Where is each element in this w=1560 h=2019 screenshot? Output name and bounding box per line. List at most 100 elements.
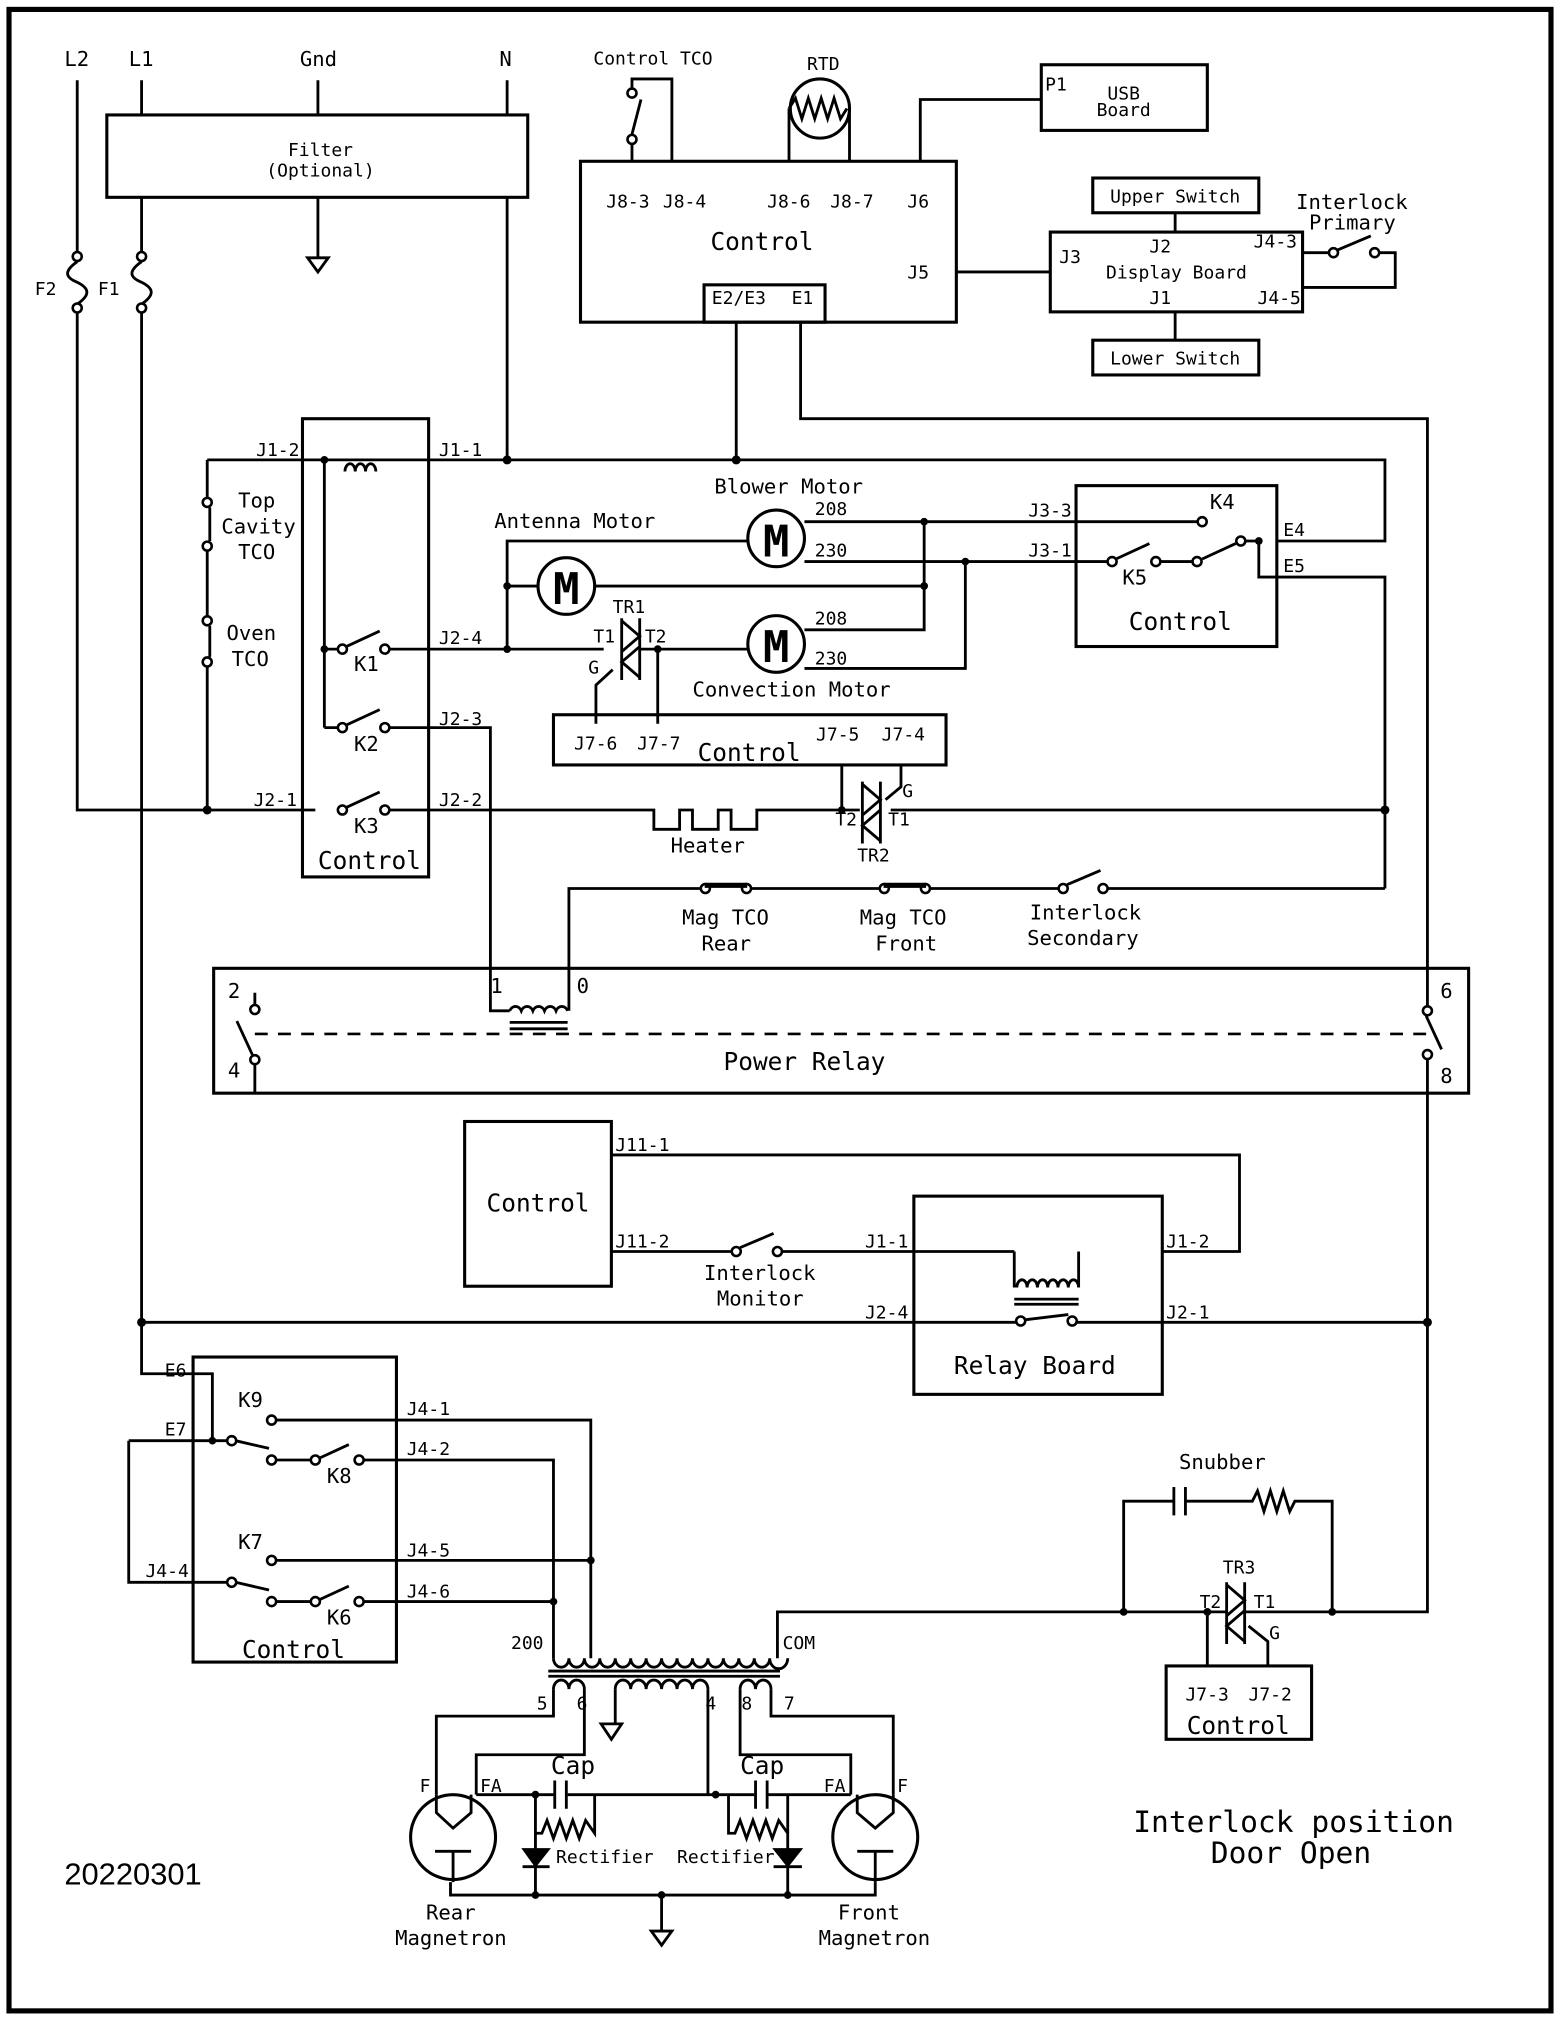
mag-tco-front-label-1: Mag TCO	[860, 906, 947, 930]
snubber: Snubber	[1119, 1450, 1337, 1616]
pin-j3-3: J3-3	[1028, 501, 1071, 522]
tr1-label: TR1	[613, 597, 646, 618]
pin-e2-e3: E2/E3	[712, 288, 766, 309]
motor-control-title: Control	[1129, 607, 1232, 636]
convection-208-label: 208	[815, 609, 848, 630]
wire-top-bus	[207, 455, 1387, 543]
convection-motor-label: Convection Motor	[692, 678, 890, 702]
pin-j5: J5	[907, 262, 929, 283]
mag-tco-rear: Mag TCO Rear	[682, 906, 769, 956]
transformer: 200 COM 5 6 4 8 7	[434, 1610, 1124, 1795]
relay-k5-label: K5	[1122, 566, 1147, 590]
fuse-f1-label: F1	[98, 279, 120, 300]
tr2-t2-label: T2	[835, 809, 857, 830]
usb-board-label-1: USB	[1107, 84, 1140, 105]
lower-switch-label: Lower Switch	[1110, 349, 1240, 370]
relay-k8-label: K8	[327, 1464, 352, 1488]
pin-j2-4: J2-4	[439, 628, 482, 649]
relay-k7-label: K7	[238, 1530, 263, 1554]
rear-magnetron-f-label: F	[420, 1776, 431, 1797]
mag-control-title: Control	[242, 1635, 345, 1664]
pin-j4-6: J4-6	[407, 1582, 450, 1603]
tr2-t1-label: T1	[888, 809, 910, 830]
terminal-l1-label: L1	[129, 47, 154, 71]
interlock-chain	[567, 869, 1385, 1011]
interlock-secondary-label-2: Secondary	[1027, 926, 1139, 950]
pin-j6: J6	[907, 192, 929, 213]
display-pin-j4-3: J4-3	[1254, 232, 1297, 253]
wire-k2-to-power-relay	[390, 726, 510, 1013]
blower-motor: Blower Motor M 208 230	[714, 474, 1198, 632]
antenna-motor-symbol: M	[553, 564, 579, 615]
mag-tco-rear-label-2: Rear	[701, 931, 751, 955]
power-relay-pin-1: 1	[490, 974, 502, 998]
antenna-motor: Antenna Motor M	[494, 509, 929, 650]
snubber-control: Control J7-3 J7-2	[1164, 1664, 1314, 1741]
wire-l1	[140, 80, 194, 1376]
snubber-label: Snubber	[1179, 1450, 1266, 1474]
filter-label: Filter	[288, 140, 353, 161]
transformer-7-label: 7	[784, 1694, 795, 1715]
display-pin-j3: J3	[1059, 247, 1081, 268]
heater-line: Heater	[390, 805, 1390, 857]
heater-label: Heater	[671, 833, 745, 857]
power-relay-title: Power Relay	[724, 1047, 886, 1076]
display-board-title: Display Board	[1106, 262, 1247, 283]
blower-motor-label: Blower Motor	[714, 474, 863, 498]
fuse-f2-label: F2	[35, 279, 57, 300]
pin-j1-1: J1-1	[439, 440, 482, 461]
display-pin-j2: J2	[1149, 237, 1171, 258]
pin-j7-5: J7-5	[816, 724, 859, 745]
relay-board-pin-j1-2: J1-2	[1166, 1232, 1209, 1253]
terminal-gnd-label: Gnd	[300, 47, 337, 71]
front-magnetron-f-label: F	[897, 1776, 908, 1797]
pin-j8-4: J8-4	[663, 192, 706, 213]
blower-motor-symbol: M	[763, 516, 789, 567]
relay-board-pin-j2-1: J2-1	[1166, 1302, 1209, 1323]
interlock-monitor: Interlock Monitor	[704, 1261, 816, 1311]
door-state-label: Door Open	[1211, 1836, 1371, 1870]
hv-section: Cap Cap Rectifier Rectifier	[449, 1751, 877, 1948]
power-relay-pin-0: 0	[577, 974, 589, 998]
top-cavity-tco-label-1: Top	[238, 489, 275, 513]
transformer-com-label: COM	[783, 1633, 816, 1654]
rtd-label: RTD	[807, 54, 840, 75]
pin-e6: E6	[165, 1360, 187, 1381]
wire-l2	[75, 80, 316, 812]
display-pin-j1: J1	[1149, 288, 1171, 309]
interlock-primary-label-1: Interlock	[1296, 190, 1408, 214]
front-magnetron-label-1: Front	[838, 1901, 900, 1925]
rear-magnetron: F FA Rear Magnetron	[395, 1776, 507, 1950]
terminal-n-label: N	[499, 47, 511, 71]
filter-optional-label: (Optional)	[266, 161, 374, 182]
triac-control-title: Control	[698, 738, 801, 767]
triac-control: Control J7-6 J7-7 J7-5 J7-4	[551, 713, 948, 767]
filter-block: Filter (Optional)	[105, 80, 530, 275]
tr1-t1-label: T1	[593, 627, 615, 648]
monitor-control-title: Control	[487, 1189, 590, 1218]
tco-chain	[201, 459, 214, 815]
triac-tr1: TR1 T1 T2 G	[588, 597, 667, 724]
pin-j2-3: J2-3	[439, 709, 482, 730]
convection-motor: Convection Motor M 208 230	[692, 561, 967, 702]
tr3-t1-label: T1	[1254, 1592, 1276, 1613]
triac-tr2: T2 T1 G TR2	[835, 764, 913, 866]
power-relay-pin-6: 6	[1440, 979, 1452, 1003]
relay-control-left-title: Control	[318, 846, 421, 875]
motor-control: Control K4 K5 J3-3 J3-1 E4 E5	[1028, 484, 1387, 889]
transformer-8-label: 8	[741, 1694, 752, 1715]
tr3-g-label: G	[1269, 1623, 1280, 1644]
mag-tco-rear-label-1: Mag TCO	[682, 906, 769, 930]
cap-right-label: Cap	[740, 1751, 784, 1780]
relay-control-left: Control J1-2 J1-1 J2-4 J2-3 J2-2 J2-1 K1…	[254, 417, 482, 879]
pin-j4-2: J4-2	[407, 1439, 450, 1460]
relay-k1-label: K1	[354, 652, 379, 676]
top-cavity-tco-label-2: Cavity	[221, 514, 295, 538]
power-relay-pin-8: 8	[1440, 1064, 1452, 1088]
mag-tco-front: Mag TCO Front	[860, 906, 947, 956]
pin-e4: E4	[1283, 520, 1305, 541]
blower-208-label: 208	[815, 499, 848, 520]
main-control-block: Control J8-3 J8-4 J8-6 J8-7 J6 J5 E2/E3 …	[578, 159, 958, 324]
rectifier-right-label: Rectifier	[677, 1847, 775, 1868]
pin-j11-1: J11-1	[615, 1135, 669, 1156]
